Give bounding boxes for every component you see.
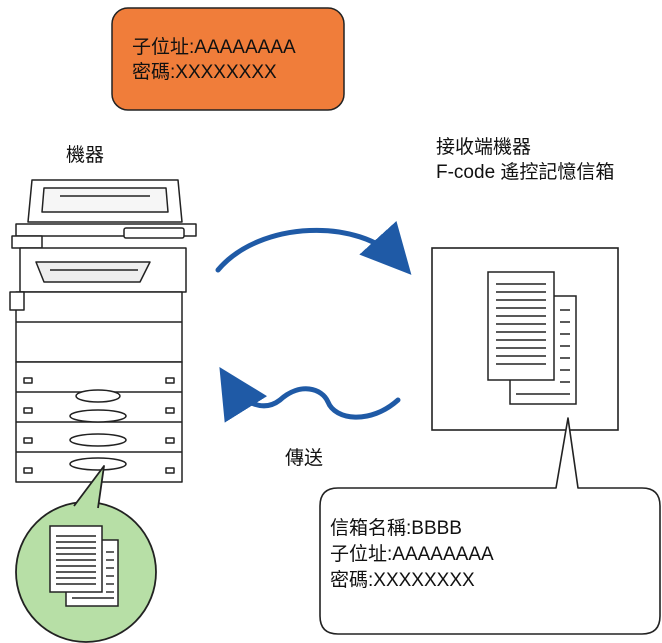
receiver-documents-icon xyxy=(487,271,577,405)
transmit-label: 傳送 xyxy=(285,448,324,469)
receive-arrow-bottom xyxy=(219,367,401,423)
bottom-callout-box xyxy=(319,417,661,635)
bottom-callout-line1: 信箱名稱:BBBB xyxy=(330,518,462,539)
bottom-callout-line3: 密碼:XXXXXXXX xyxy=(330,570,475,591)
receiver-label-line1: 接收端機器 xyxy=(436,137,532,158)
top-callout-box xyxy=(111,7,345,111)
multifunction-printer-icon xyxy=(9,179,197,483)
bottom-callout-line2: 子位址:AAAAAAAA xyxy=(330,544,494,565)
top-callout-line1: 子位址:AAAAAAAA xyxy=(132,37,296,58)
send-arrow-top xyxy=(215,220,412,275)
receiver-label-line2: F-code 遙控記憶信箱 xyxy=(436,162,615,183)
top-callout-line2: 密碼:XXXXXXXX xyxy=(132,62,277,83)
documents-icon xyxy=(49,525,119,607)
device-label: 機器 xyxy=(66,145,105,166)
